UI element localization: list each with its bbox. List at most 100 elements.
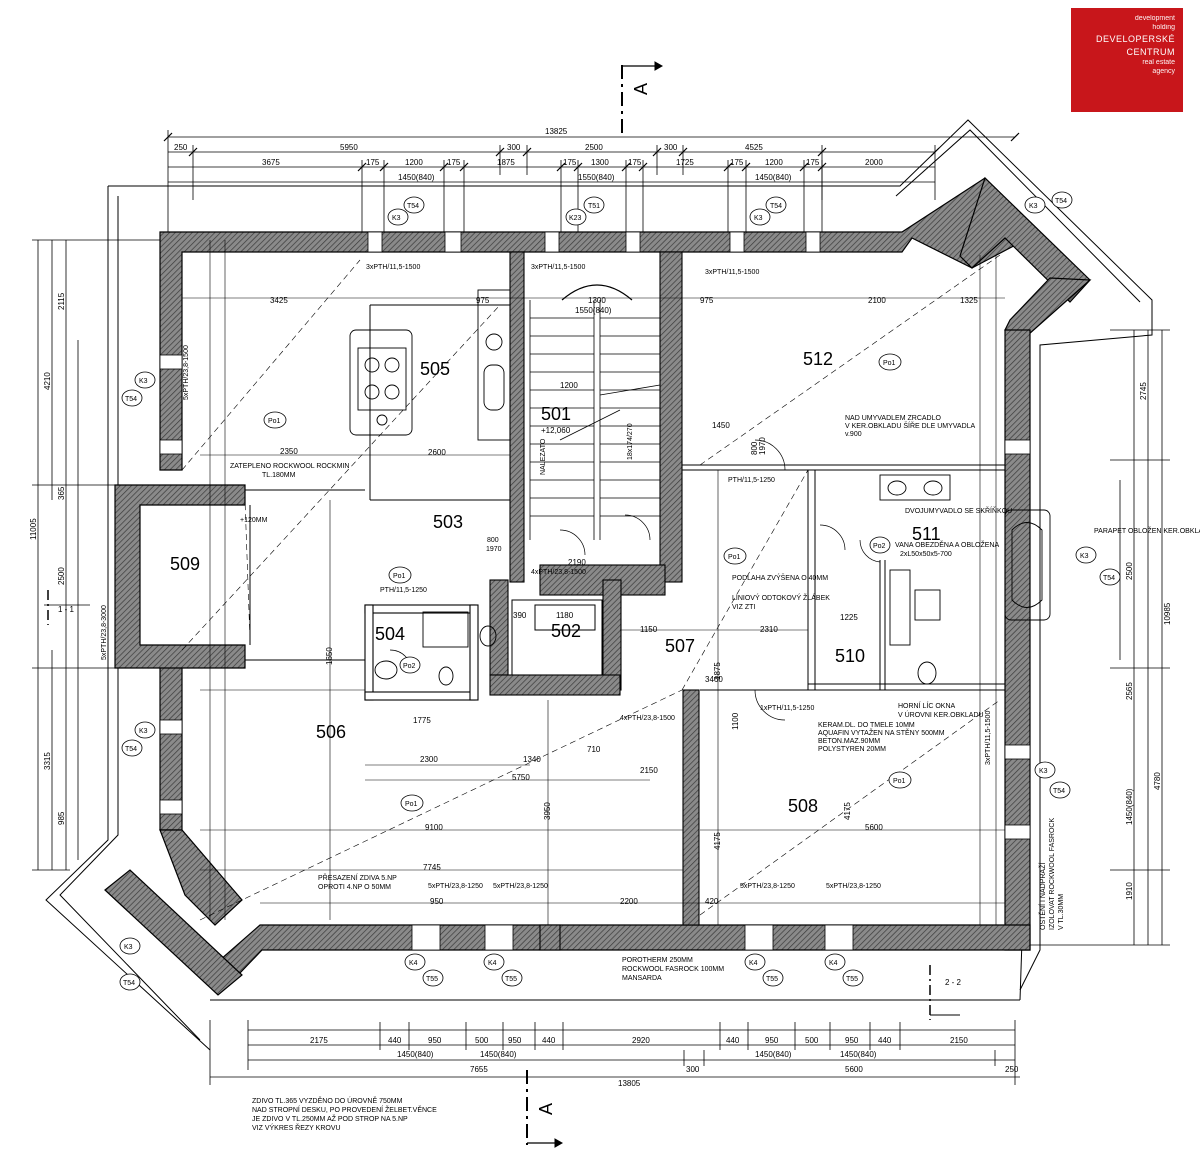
svg-text:TL.180MM: TL.180MM — [262, 472, 296, 479]
top-dim: 300 — [507, 143, 521, 152]
svg-text:MANSARDA: MANSARDA — [622, 975, 662, 982]
bottom-dim: 250 — [1005, 1065, 1019, 1074]
developerske-centrum-logo: development holding DEVELOPERSKÉ CENTRUM… — [1071, 8, 1183, 112]
svg-text:NALEZATO: NALEZATO — [540, 438, 547, 475]
room-502: 502 — [551, 621, 581, 641]
svg-text:K4: K4 — [488, 960, 497, 967]
svg-text:V KER.OBKLADU ŠÍŘE DLE UMYVADL: V KER.OBKLADU ŠÍŘE DLE UMYVADLA — [845, 421, 976, 430]
left-dim: 4210 — [43, 372, 52, 390]
svg-text:T54: T54 — [125, 746, 137, 753]
svg-text:T55: T55 — [766, 976, 778, 983]
svg-text:1200: 1200 — [560, 381, 578, 390]
svg-text:NAD UMYVADLEM ZRCADLO: NAD UMYVADLEM ZRCADLO — [845, 415, 941, 422]
bottom-dim: 2920 — [632, 1036, 650, 1045]
top-dim: 2000 — [865, 158, 883, 167]
room-501: 501 — [541, 404, 571, 424]
svg-text:1180: 1180 — [556, 611, 574, 620]
bottom-dim: 950 — [508, 1036, 522, 1045]
lintel-labels: 3xPTH/11,5-1500 3xPTH/11,5-1500 3xPTH/11… — [101, 264, 992, 890]
svg-text:Po1: Po1 — [268, 418, 281, 425]
svg-text:2200: 2200 — [620, 897, 638, 906]
svg-text:PŘESAZENÍ ZDIVA 5.NP: PŘESAZENÍ ZDIVA 5.NP — [318, 873, 397, 882]
logo-line: CENTRUM — [1126, 47, 1175, 57]
top-dim: 175 — [730, 158, 744, 167]
room-504: 504 — [375, 624, 405, 644]
svg-text:VIZ ZTI: VIZ ZTI — [732, 604, 755, 611]
svg-text:1650: 1650 — [325, 647, 334, 665]
svg-text:5xPTH/23,8-1250: 5xPTH/23,8-1250 — [826, 883, 881, 890]
bottom-dim: 2175 — [310, 1036, 328, 1045]
right-dim: 2500 — [1125, 562, 1134, 580]
svg-text:DVOJUMYVADLO SE SKŘÍŇKOU: DVOJUMYVADLO SE SKŘÍŇKOU — [905, 506, 1012, 515]
right-dimension-lines — [1000, 329, 1170, 946]
section-a-label-bottom: A — [536, 1103, 556, 1115]
annotations: ZATEPLENO ROCKWOOL ROCKMIN TL.180MM NAD … — [230, 415, 1200, 1132]
top-overall-dim: 13825 — [545, 127, 568, 136]
svg-text:1970: 1970 — [486, 546, 502, 553]
room-511: 511 — [912, 524, 941, 544]
svg-text:Po1: Po1 — [728, 554, 741, 561]
svg-text:V TL.30MM: V TL.30MM — [1058, 894, 1065, 930]
windows — [159, 231, 1031, 951]
left-dim: 3315 — [43, 752, 52, 770]
svg-text:710: 710 — [587, 745, 601, 754]
top-window-dim: 1550(840) — [578, 173, 615, 182]
svg-text:AQUAFIN VYTAŽEN NA STĚNY 500MM: AQUAFIN VYTAŽEN NA STĚNY 500MM — [818, 728, 945, 737]
svg-text:3xPTH/11,5-1500: 3xPTH/11,5-1500 — [366, 264, 420, 271]
svg-text:975: 975 — [700, 296, 714, 305]
svg-text:3xPTH/11,5-1500: 3xPTH/11,5-1500 — [985, 711, 992, 765]
svg-text:3950: 3950 — [543, 802, 552, 820]
svg-text:PTH/11,5-1250: PTH/11,5-1250 — [380, 587, 427, 594]
top-dim: 175 — [447, 158, 461, 167]
svg-text:T54: T54 — [123, 980, 135, 987]
svg-text:K3: K3 — [1039, 768, 1048, 775]
right-dim: 1910 — [1125, 882, 1134, 900]
top-dim: 3675 — [262, 158, 280, 167]
svg-text:K3: K3 — [392, 215, 401, 222]
left-dimension-texts: 11005 4210 2115 365 2500 3315 985 — [29, 292, 66, 825]
kitchen-counter — [477, 289, 511, 441]
svg-text:1550(840): 1550(840) — [575, 306, 612, 315]
svg-text:KERAM.DL. DO TMELE 10MM: KERAM.DL. DO TMELE 10MM — [818, 722, 915, 729]
top-dim: 175 — [563, 158, 577, 167]
svg-text:Po2: Po2 — [403, 663, 416, 670]
svg-text:5750: 5750 — [512, 773, 530, 782]
right-dim: 4780 — [1153, 772, 1162, 790]
bathroom-fixtures — [879, 474, 1051, 685]
top-dim: 300 — [664, 143, 678, 152]
right-dim: 2565 — [1125, 682, 1134, 700]
bottom-window-dim: 1450(840) — [480, 1050, 517, 1059]
svg-text:Po1: Po1 — [883, 360, 896, 367]
svg-text:K3: K3 — [124, 944, 133, 951]
svg-text:K4: K4 — [829, 960, 838, 967]
svg-text:2xL50x50x5-700: 2xL50x50x5-700 — [900, 551, 952, 558]
svg-text:HORNÍ LÍC OKNA: HORNÍ LÍC OKNA — [898, 701, 956, 710]
svg-text:2190: 2190 — [568, 558, 586, 567]
svg-text:1100: 1100 — [731, 712, 740, 730]
svg-text:K3: K3 — [1029, 203, 1038, 210]
section-marker-2 — [929, 965, 960, 1020]
svg-text:VIZ VÝKRES ŘEZY KROVU: VIZ VÝKRES ŘEZY KROVU — [252, 1123, 341, 1132]
svg-text:1150: 1150 — [640, 625, 658, 634]
svg-text:2600: 2600 — [428, 448, 446, 457]
svg-text:2350: 2350 — [280, 447, 298, 456]
svg-text:3xPTH/11,5-1500: 3xPTH/11,5-1500 — [705, 269, 759, 276]
room-501-level: +12,060 — [541, 426, 571, 435]
room-507: 507 — [665, 636, 695, 656]
svg-text:v.900: v.900 — [845, 431, 862, 438]
bottom-dim: 5600 — [845, 1065, 863, 1074]
wc-fixtures — [374, 611, 497, 686]
svg-text:PODLAHA ZVÝŠENA O 40MM: PODLAHA ZVÝŠENA O 40MM — [732, 573, 828, 582]
svg-text:800: 800 — [750, 441, 759, 455]
left-dim: 365 — [57, 486, 66, 500]
top-dim: 1875 — [497, 158, 515, 167]
top-dim: 175 — [628, 158, 642, 167]
section-a-label-top: A — [631, 83, 651, 95]
svg-text:2150: 2150 — [640, 766, 658, 775]
svg-text:1300: 1300 — [588, 296, 606, 305]
logo-line: DEVELOPERSKÉ — [1095, 34, 1175, 44]
room-numbers: 505 501 +12,060 512 503 509 504 502 507 … — [170, 349, 941, 816]
left-dim: 985 — [57, 811, 66, 825]
svg-text:2300: 2300 — [420, 755, 438, 764]
